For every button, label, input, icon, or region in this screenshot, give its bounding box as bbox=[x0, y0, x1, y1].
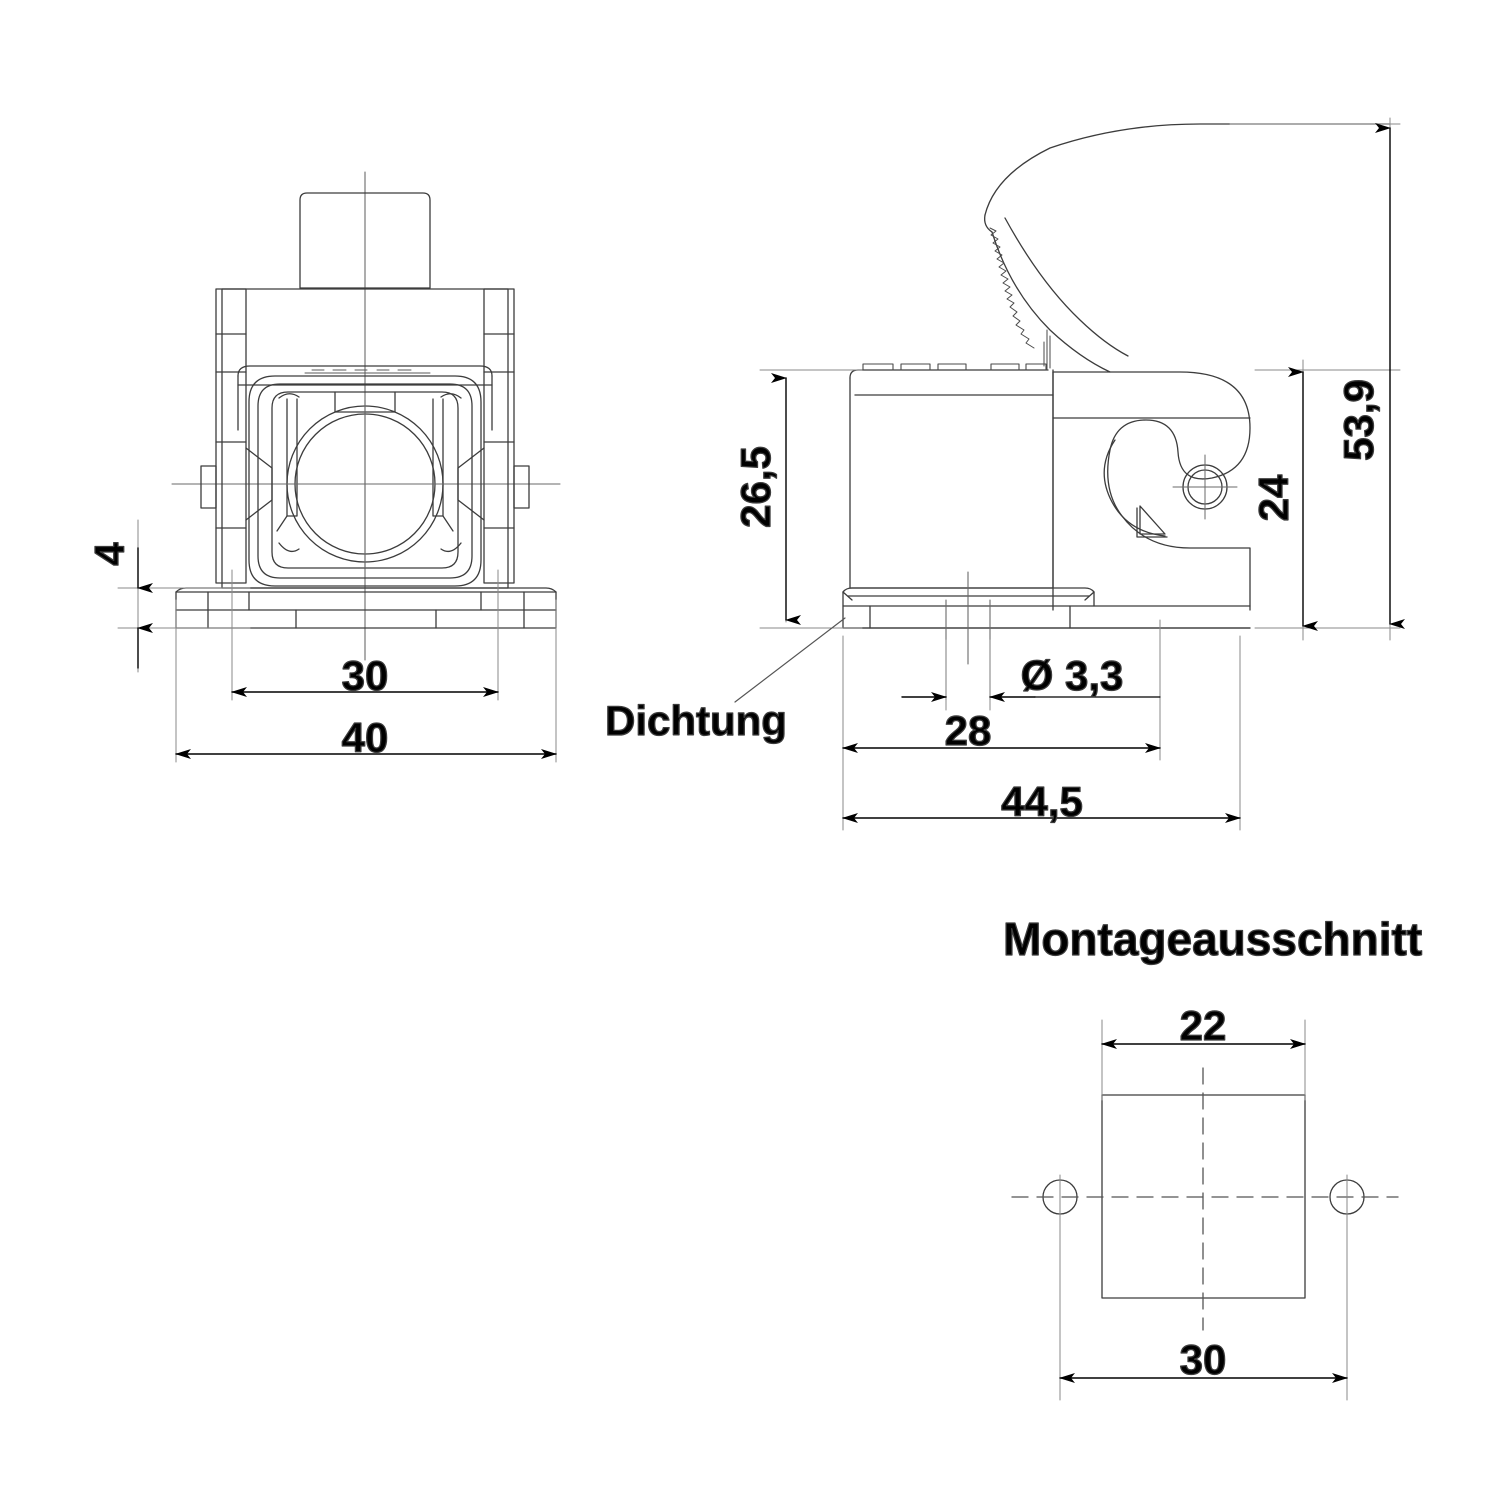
callout-label-dichtung: Dichtung bbox=[605, 697, 787, 744]
pivot-crosshair bbox=[1172, 454, 1238, 520]
dim-label-40: 40 bbox=[342, 714, 389, 761]
dim-label-28: 28 bbox=[945, 707, 992, 754]
hook-inner-curve bbox=[1103, 439, 1166, 537]
dim-label-53-9: 53,9 bbox=[1335, 379, 1382, 461]
dim-label-24: 24 bbox=[1250, 474, 1297, 521]
dim-label-30-cutout: 30 bbox=[1180, 1336, 1227, 1383]
dim-label-22: 22 bbox=[1180, 1002, 1227, 1049]
cutout-extension-lines bbox=[1059, 1019, 1348, 1401]
flap-skirt-outer bbox=[248, 375, 482, 587]
flap-cover-nose bbox=[984, 214, 993, 233]
leader-line-dichtung bbox=[734, 617, 846, 703]
hook-wedge-edge bbox=[1136, 507, 1168, 538]
cutout-view-heading: Montageausschnitt bbox=[1003, 913, 1422, 965]
cutout-view-geometry bbox=[1011, 1019, 1399, 1401]
front-view-dimensions bbox=[137, 547, 557, 759]
flap-cover-rib bbox=[1004, 217, 1129, 357]
texture-strip bbox=[304, 369, 431, 374]
side-view-extension-lines bbox=[759, 117, 1401, 831]
hook-profile bbox=[1052, 371, 1251, 611]
flap-serration bbox=[989, 227, 1035, 349]
right-side-rail bbox=[483, 288, 530, 584]
fastener-centerlines bbox=[945, 571, 991, 701]
hook-wedge bbox=[1139, 505, 1166, 535]
housing-left-edge bbox=[849, 377, 1054, 589]
front-view-centerlines bbox=[171, 171, 561, 661]
dim-label-30: 30 bbox=[342, 652, 389, 699]
cap-top-band bbox=[237, 365, 493, 377]
side-view-dimensions bbox=[734, 123, 1405, 823]
base-plate-left bbox=[842, 605, 1251, 629]
latch-strips bbox=[276, 393, 462, 553]
aperture-crosshair bbox=[281, 399, 449, 569]
connector-stub bbox=[299, 192, 431, 289]
cutout-centerlines bbox=[1011, 1067, 1399, 1331]
dim-label-diameter: Ø 3,3 bbox=[1021, 652, 1124, 699]
left-side-rail bbox=[200, 288, 247, 584]
flap-cover-top bbox=[984, 123, 1391, 216]
flap-cover-inner bbox=[991, 231, 1111, 373]
housing-top-edge bbox=[849, 369, 1049, 379]
shoulder-wedges bbox=[245, 447, 485, 521]
housing-top-ribs bbox=[862, 363, 1047, 371]
front-view-geometry bbox=[117, 171, 561, 763]
cutout-view-dimensions bbox=[1059, 1039, 1348, 1383]
dim-label-4: 4 bbox=[86, 542, 133, 566]
base-flange bbox=[175, 587, 557, 629]
dim-label-26-5: 26,5 bbox=[732, 446, 779, 528]
side-view-geometry bbox=[759, 117, 1401, 831]
flap-window bbox=[271, 391, 459, 569]
dim-label-44-5: 44,5 bbox=[1001, 778, 1083, 825]
hinge-root-detail bbox=[1043, 329, 1051, 371]
